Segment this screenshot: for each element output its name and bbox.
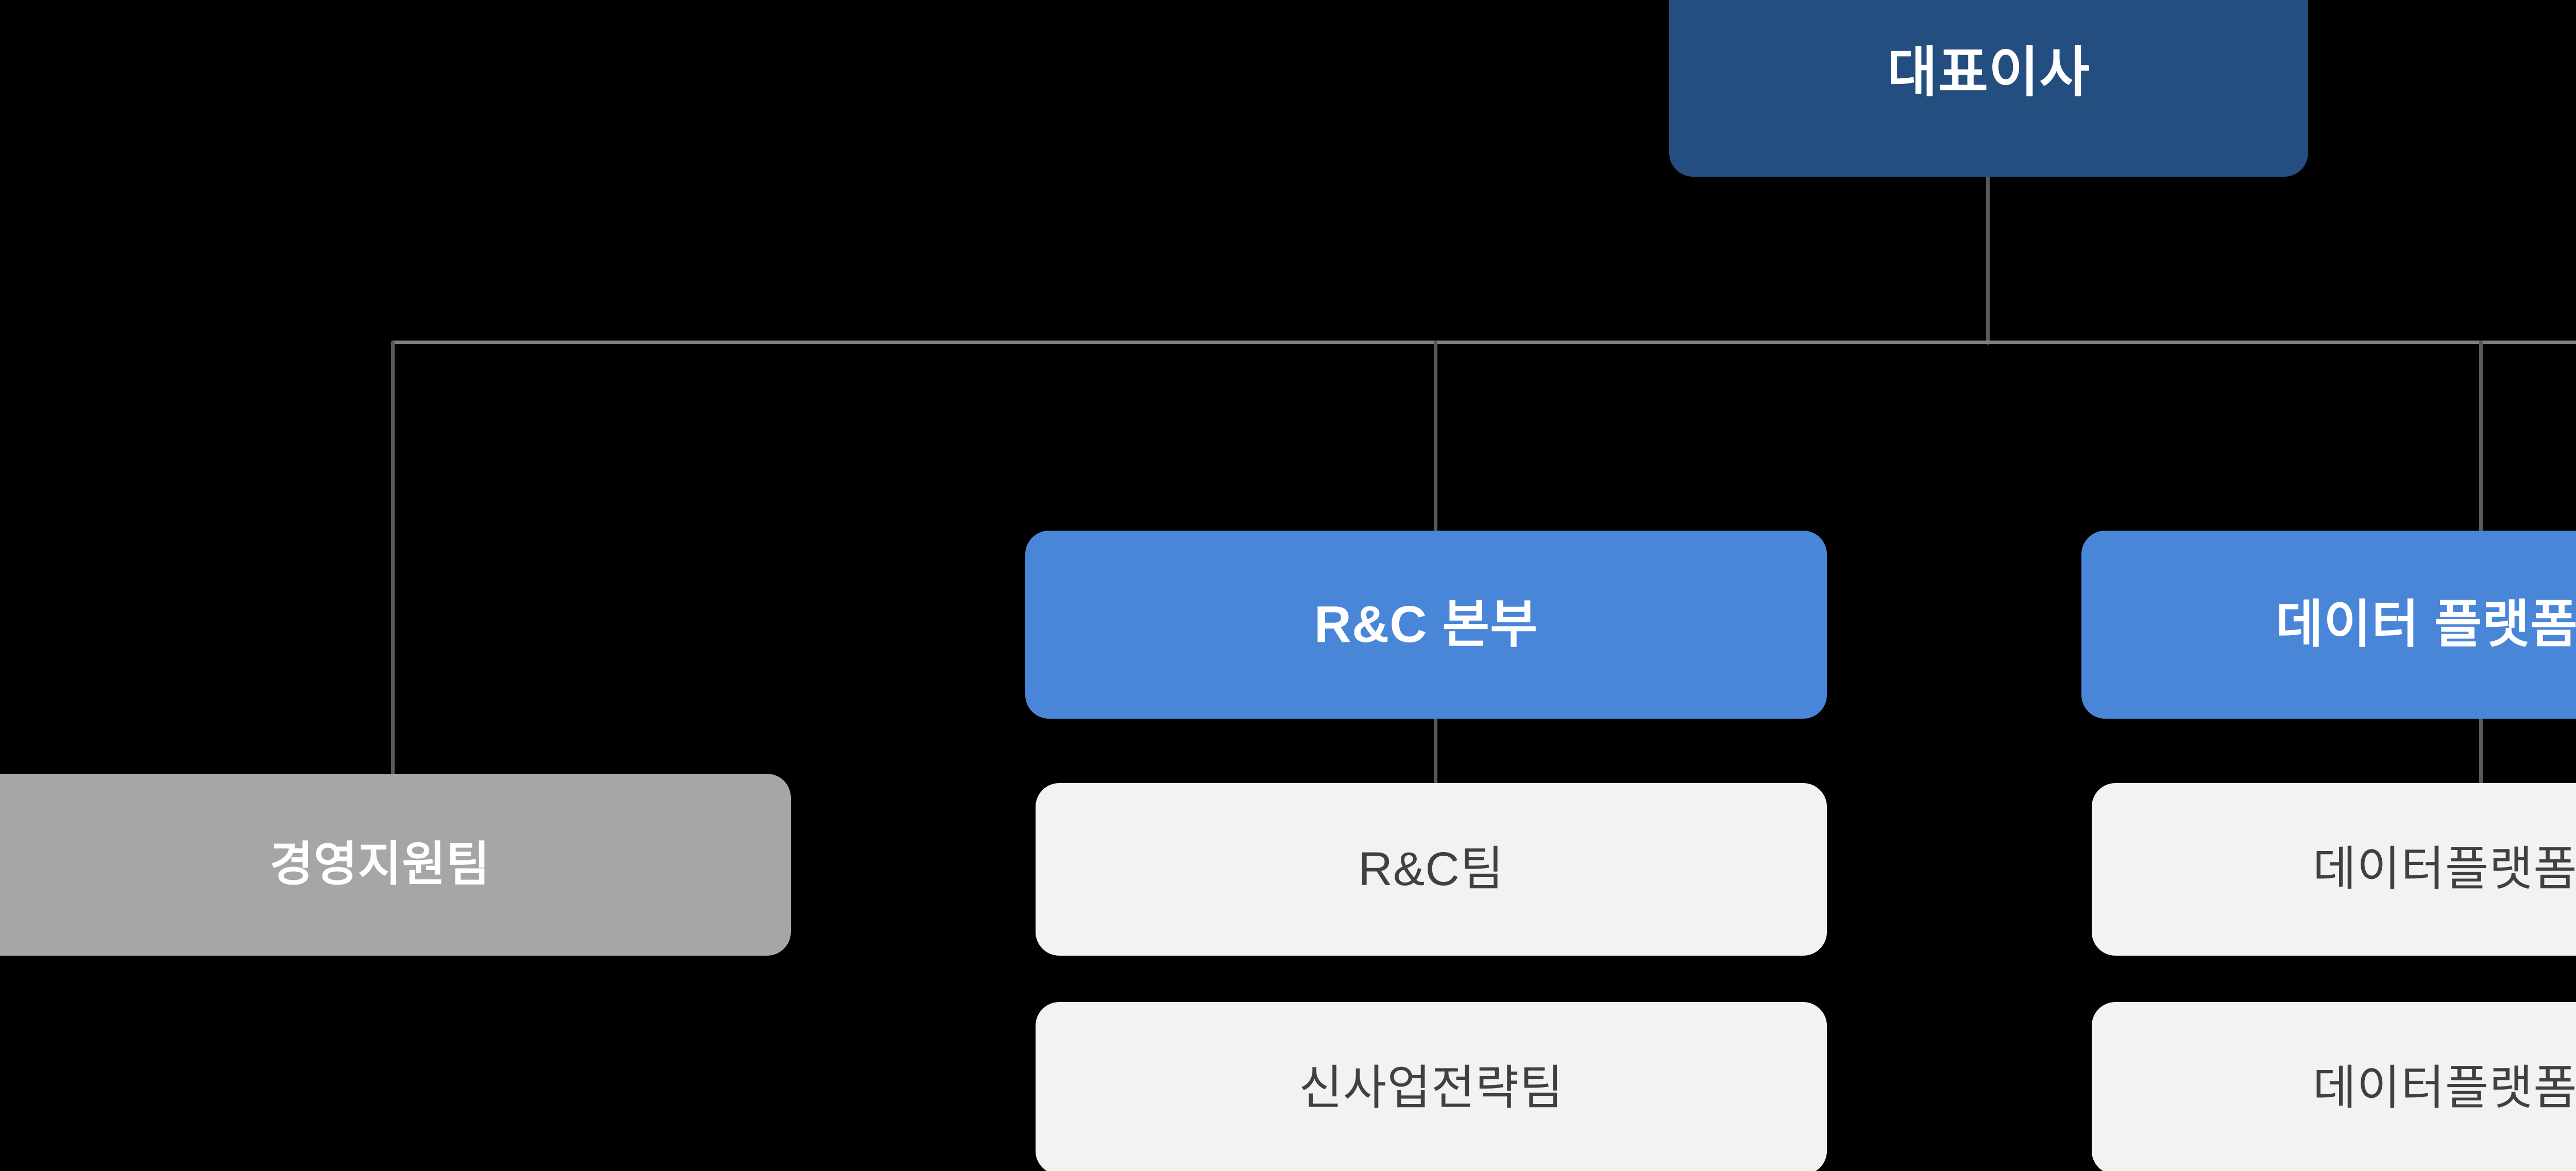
node-team-management-support[interactable]: 경영지원팀 [0,774,791,956]
connector-bus-to-data-platform-division [2479,341,2483,532]
connector-horizontal-bus [393,341,2576,344]
connector-rnc-division-to-team [1434,717,1437,784]
node-team-data-platform-2[interactable]: 데이터플랫폼 2팀 [2092,1002,2576,1171]
node-division-data-platform[interactable]: 데이터 플랫폼 본부 [2081,531,2576,719]
connector-root-to-bus [1986,174,1990,345]
connector-data-platform-division-to-team [2479,717,2483,784]
connector-bus-to-support-team [391,341,395,776]
node-division-rnc[interactable]: R&C 본부 [1025,531,1827,719]
connector-bus-to-rnc-division [1434,341,1437,532]
node-team-new-business-strategy[interactable]: 신사업전략팀 [1036,1002,1827,1171]
node-team-data-platform-1[interactable]: 데이터플랫폼 1팀 [2092,783,2576,956]
node-root-ceo[interactable]: 대표이사 [1669,0,2308,177]
node-team-rnc[interactable]: R&C팀 [1036,783,1827,956]
